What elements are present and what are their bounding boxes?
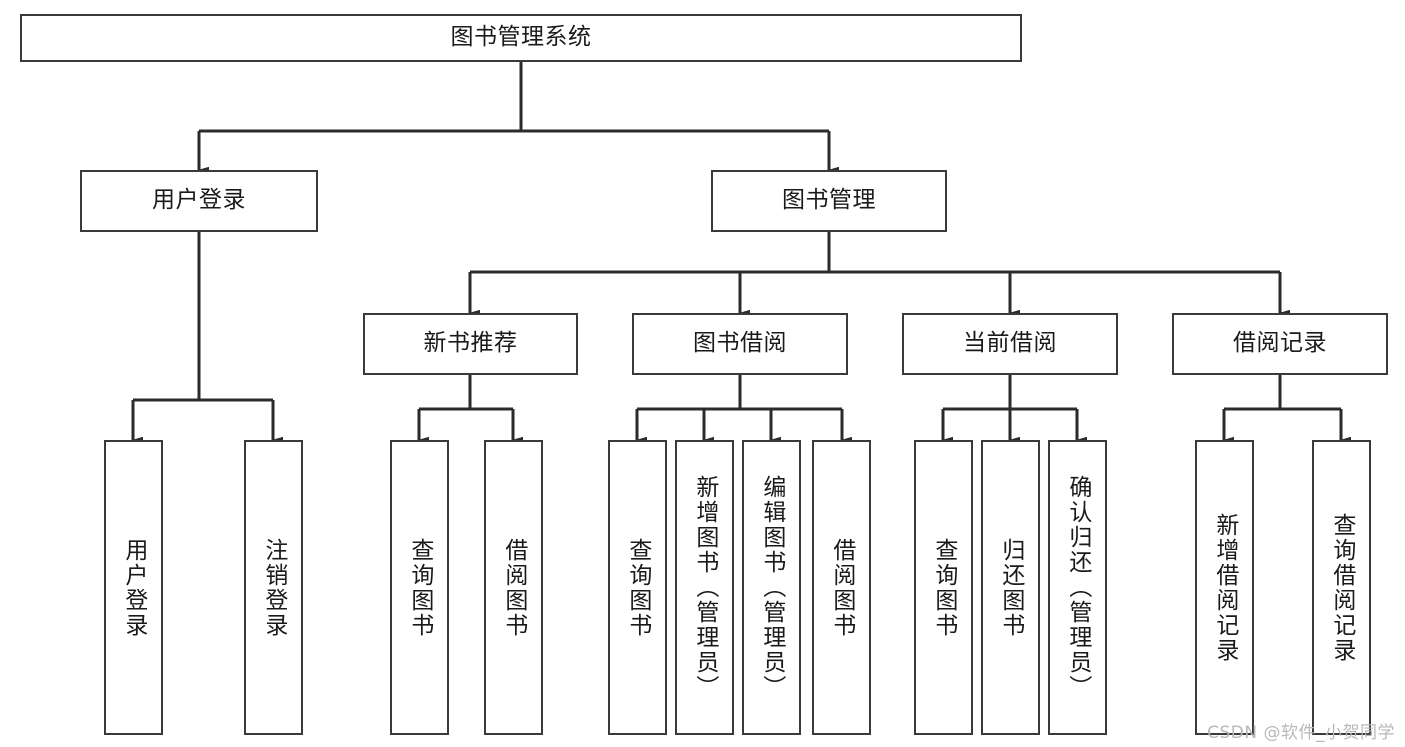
leaf-user-login-label: 用户登录	[120, 537, 147, 638]
node-root-label: 图书管理系统	[450, 24, 592, 51]
node-new-book-recommend[interactable]: 新书推荐	[363, 313, 578, 375]
leaf-borrow-query-book[interactable]: 查询图书	[608, 440, 667, 735]
leaf-edit-book-admin[interactable]: 编辑图书（管理员）	[742, 440, 801, 735]
node-book-management[interactable]: 图书管理	[711, 170, 947, 232]
leaf-logout[interactable]: 注销登录	[244, 440, 303, 735]
leaf-return-book[interactable]: 归还图书	[981, 440, 1040, 735]
node-current-borrow-label: 当前借阅	[963, 330, 1057, 357]
leaf-query-borrow-record-label: 查询借阅记录	[1328, 512, 1355, 663]
leaf-recommend-borrow-book-label: 借阅图书	[500, 537, 527, 638]
node-new-book-recommend-label: 新书推荐	[423, 330, 518, 357]
leaf-current-query-book-label: 查询图书	[930, 537, 957, 638]
node-root[interactable]: 图书管理系统	[20, 14, 1022, 62]
leaf-edit-book-admin-label: 编辑图书（管理员）	[758, 475, 785, 700]
node-book-management-label: 图书管理	[782, 187, 876, 214]
leaf-add-borrow-record[interactable]: 新增借阅记录	[1195, 440, 1254, 735]
leaf-add-book-admin-label: 新增图书（管理员）	[691, 475, 718, 700]
leaf-add-borrow-record-label: 新增借阅记录	[1211, 512, 1238, 663]
node-book-borrow-label: 图书借阅	[693, 330, 787, 357]
node-borrow-record-label: 借阅记录	[1233, 330, 1327, 357]
node-user-login[interactable]: 用户登录	[80, 170, 318, 232]
leaf-borrow-book[interactable]: 借阅图书	[812, 440, 871, 735]
node-borrow-record[interactable]: 借阅记录	[1172, 313, 1388, 375]
leaf-return-book-label: 归还图书	[997, 537, 1024, 638]
leaf-logout-label: 注销登录	[260, 537, 287, 638]
node-current-borrow[interactable]: 当前借阅	[902, 313, 1118, 375]
leaf-recommend-query-book-label: 查询图书	[406, 537, 433, 638]
leaf-add-book-admin[interactable]: 新增图书（管理员）	[675, 440, 734, 735]
leaf-confirm-return-admin[interactable]: 确认归还（管理员）	[1048, 440, 1107, 735]
leaf-borrow-query-book-label: 查询图书	[624, 537, 651, 638]
leaf-current-query-book[interactable]: 查询图书	[914, 440, 973, 735]
leaf-recommend-query-book[interactable]: 查询图书	[390, 440, 449, 735]
leaf-confirm-return-admin-label: 确认归还（管理员）	[1064, 475, 1091, 700]
leaf-recommend-borrow-book[interactable]: 借阅图书	[484, 440, 543, 735]
leaf-borrow-book-label: 借阅图书	[828, 537, 855, 638]
leaf-query-borrow-record[interactable]: 查询借阅记录	[1312, 440, 1371, 735]
node-book-borrow[interactable]: 图书借阅	[632, 313, 848, 375]
node-user-login-label: 用户登录	[152, 187, 246, 214]
leaf-user-login[interactable]: 用户登录	[104, 440, 163, 735]
